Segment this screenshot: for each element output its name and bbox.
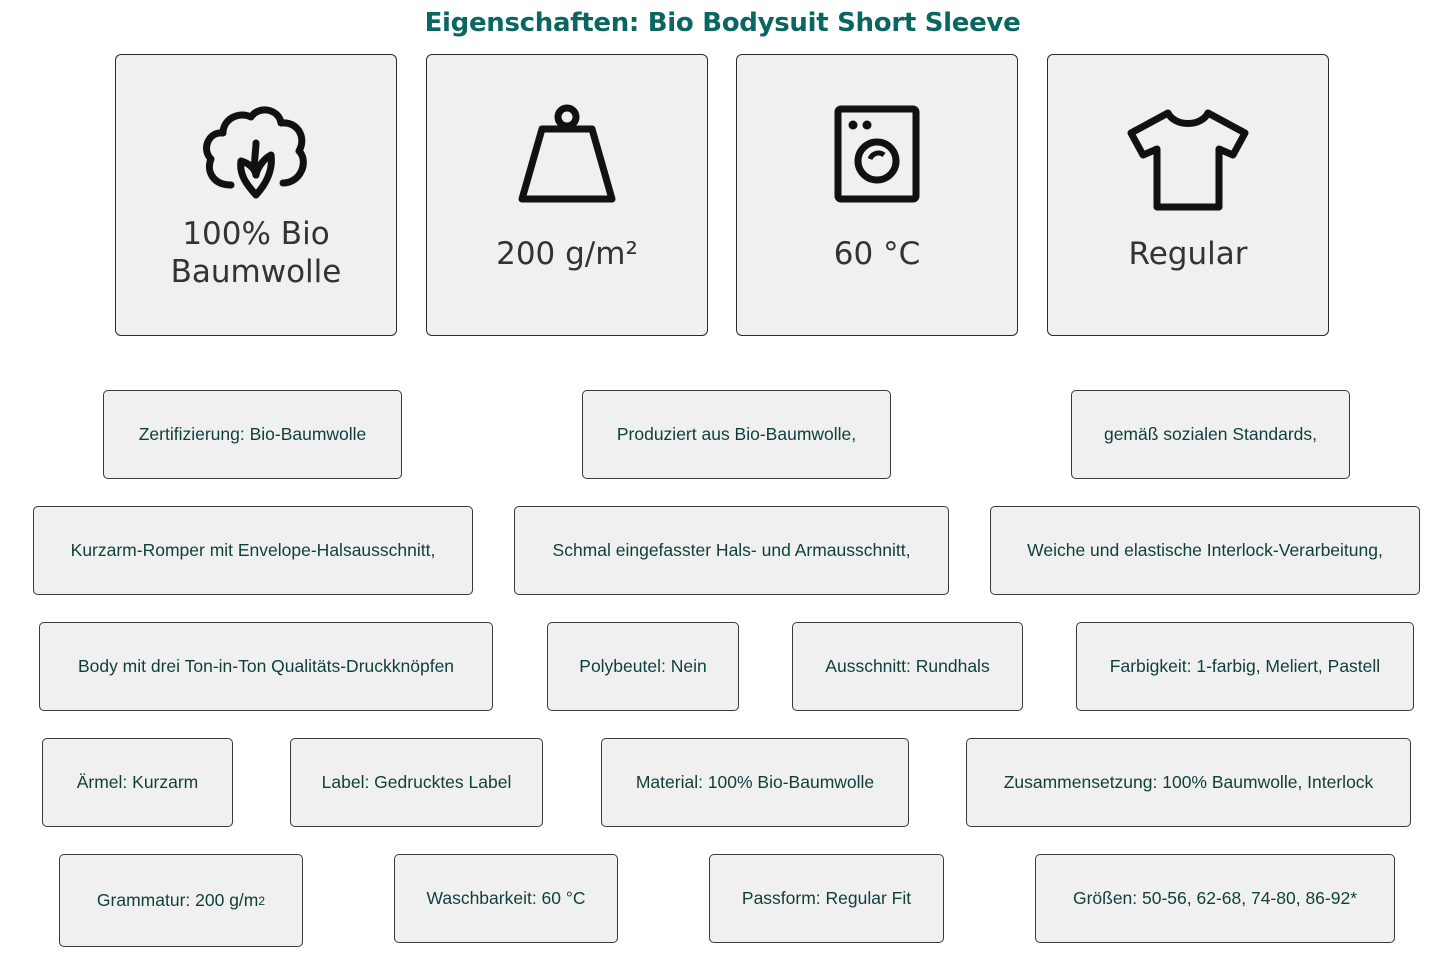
pill-interlock: Weiche und elastische Interlock-Verarbei… bbox=[990, 506, 1420, 595]
pill-produced: Produziert aus Bio-Baumwolle, bbox=[582, 390, 891, 479]
pill-sizes: Größen: 50-56, 62-68, 74-80, 86-92* bbox=[1035, 854, 1395, 943]
washing-card: 60 °C bbox=[736, 54, 1018, 336]
page-title: Eigenschaften: Bio Bodysuit Short Sleeve bbox=[424, 8, 1021, 38]
cotton-card: 100% Bio Baumwolle bbox=[115, 54, 397, 336]
pill-buttons: Body mit drei Ton-in-Ton Qualitäts-Druck… bbox=[39, 622, 493, 711]
pill-material: Material: 100% Bio-Baumwolle bbox=[601, 738, 909, 827]
pill-polybag: Polybeutel: Nein bbox=[547, 622, 739, 711]
weight-icon bbox=[427, 103, 707, 213]
pill-washability: Waschbarkeit: 60 °C bbox=[394, 854, 618, 943]
pill-romper: Kurzarm-Romper mit Envelope-Halsausschni… bbox=[33, 506, 473, 595]
fit-label: Regular bbox=[1128, 236, 1248, 272]
pill-label: Label: Gedrucktes Label bbox=[290, 738, 543, 827]
pill-social: gemäß sozialen Standards, bbox=[1071, 390, 1350, 479]
t-shirt-icon bbox=[1048, 103, 1328, 213]
weight-card: 200 g/m² bbox=[426, 54, 708, 336]
cotton-flower-icon bbox=[116, 103, 396, 213]
cotton-label-line2: Baumwolle bbox=[170, 254, 342, 290]
pill-sleeve: Ärmel: Kurzarm bbox=[42, 738, 233, 827]
washing-label: 60 °C bbox=[833, 236, 921, 272]
fit-card: Regular bbox=[1047, 54, 1329, 336]
pill-colors: Farbigkeit: 1-farbig, Meliert, Pastell bbox=[1076, 622, 1414, 711]
grammage-superscript: 2 bbox=[258, 893, 266, 908]
pill-certification: Zertifizierung: Bio-Baumwolle bbox=[103, 390, 402, 479]
weight-label: 200 g/m² bbox=[496, 236, 638, 272]
pill-neck: Ausschnitt: Rundhals bbox=[792, 622, 1023, 711]
washing-machine-icon bbox=[737, 103, 1017, 213]
cotton-label-line1: 100% Bio bbox=[182, 216, 330, 252]
pill-neckline-trim: Schmal eingefasster Hals- und Armausschn… bbox=[514, 506, 949, 595]
pill-fit: Passform: Regular Fit bbox=[709, 854, 944, 943]
pill-composition: Zusammensetzung: 100% Baumwolle, Interlo… bbox=[966, 738, 1411, 827]
grammage-text: Grammatur: 200 g/m bbox=[96, 890, 259, 910]
